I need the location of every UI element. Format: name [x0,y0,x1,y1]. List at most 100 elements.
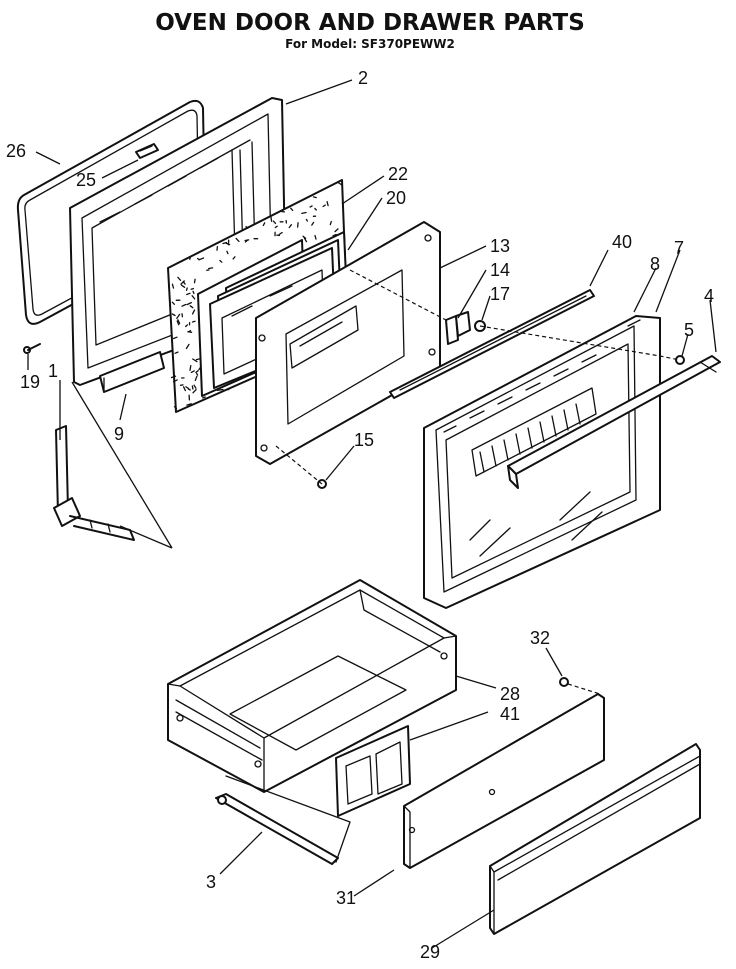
insulation-speck [195,370,199,374]
insulation-speck [194,375,198,382]
insulation-speck [171,313,176,317]
insulation-speck [185,386,190,390]
insulation-speck [189,364,192,371]
part-40-trim-strip [389,289,595,399]
insulation-speck [170,375,177,379]
insulation-speck [245,225,249,229]
insulation-speck [305,218,309,222]
insulation-speck [193,384,197,389]
part-9-vent-channel [99,351,165,393]
callout-14: 14 [490,260,510,280]
callout-25: 25 [76,170,96,190]
insulation-speck [290,207,294,212]
callout-3: 3 [206,872,216,892]
insulation-speck [185,287,188,291]
assembly-line-handle [479,325,681,361]
part-25-latch-clip [135,143,159,159]
insulation-speck [187,330,193,333]
insulation-speck [337,181,343,186]
insulation-speck [329,220,332,226]
insulation-speck [303,236,308,243]
callout-28: 28 [500,684,520,704]
insulation-speck [171,301,176,305]
insulation-speck [174,351,179,354]
part-1-door-hinge [53,380,135,541]
insulation-speck [189,256,191,260]
insulation-speck [173,406,178,410]
insulation-speck [171,283,175,289]
insulation-speck [235,237,240,243]
insulation-speck [208,267,214,270]
part-4-door-handle [507,355,721,489]
insulation-speck [181,303,187,307]
insulation-speck [172,336,178,340]
part-28-drawer-pan [167,579,457,793]
callout-7: 7 [674,238,684,258]
insulation-speck [189,305,194,309]
insulation-speck [186,301,192,306]
insulation-speck [195,358,201,361]
insulation-speck [186,292,191,296]
insulation-speck [172,379,178,383]
diagram-subtitle: For Model: SF370PEWW2 [285,37,455,51]
insulation-speck [309,205,313,208]
callout-19: 19 [20,372,40,392]
insulation-speck [202,396,206,399]
part-14-hinge-bracket [445,311,471,345]
assembly-line-screw-32 [567,683,601,695]
insulation-speck [177,276,182,281]
insulation-speck [270,215,273,222]
insulation-speck [192,358,198,363]
leader-frame-to-hinge [71,381,173,549]
insulation-speck [314,207,317,211]
callout-13: 13 [490,236,510,256]
callout-29: 29 [420,942,440,962]
insulation-speck [193,278,196,284]
callout-32: 32 [530,628,550,648]
callout-2: 2 [358,68,368,88]
callout-20: 20 [386,188,406,208]
callout-8: 8 [650,254,660,274]
diagram-title: OVEN DOOR AND DRAWER PARTS [155,10,585,36]
callout-22: 22 [388,164,408,184]
insulation-speck [326,201,329,207]
insulation-speck [191,320,196,323]
insulation-speck [191,295,196,300]
insulation-speck [192,290,195,295]
callout-labels: 2 26 25 22 20 13 14 17 40 8 7 4 5 1 19 9… [6,68,714,962]
callout-5: 5 [684,320,694,340]
insulation-speck [288,224,293,229]
insulation-speck [191,385,194,390]
part-32-screw [559,677,569,687]
insulation-speck [272,220,277,225]
insulation-speck [192,388,197,394]
insulation-speck [182,281,186,285]
assembly-line-screw-15 [275,445,323,485]
insulation-speck [296,222,299,228]
callout-40: 40 [612,232,632,252]
callout-31: 31 [336,888,356,908]
callout-41: 41 [500,704,520,724]
insulation-speck [322,204,326,208]
callout-17: 17 [490,284,510,304]
insulation-speck [301,211,307,215]
insulation-speck [262,222,266,227]
insulation-speck [185,343,190,350]
callout-26: 26 [6,141,26,161]
insulation-speck [190,287,195,290]
insulation-speck [332,233,337,237]
callout-leaders [27,79,717,949]
leader-hinge-tail [119,525,173,549]
insulation-speck [314,234,317,240]
callout-4: 4 [704,286,714,306]
insulation-speck [180,284,186,288]
insulation-speck [170,329,173,334]
insulation-speck [190,370,195,374]
part-3-drawer-slide [215,775,351,865]
insulation-speck [311,221,315,226]
insulation-speck [177,319,181,325]
insulation-speck [244,239,249,243]
callout-15: 15 [354,430,374,450]
callout-9: 9 [114,424,124,444]
